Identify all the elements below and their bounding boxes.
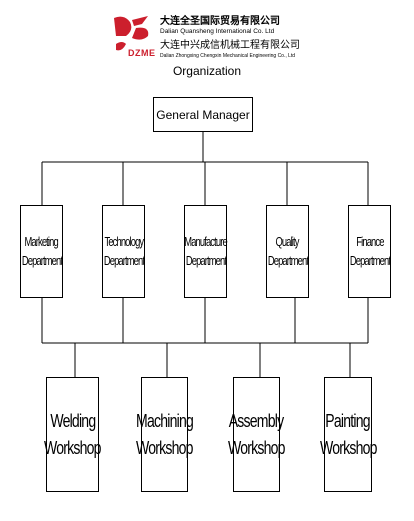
department-label: Department (349, 252, 390, 268)
department-box-marketing: Marketing Department (20, 205, 63, 298)
company1-english-name: Dalian Quansheng International Co. Ltd (160, 28, 275, 35)
department-name: Finance (355, 233, 384, 249)
qs-logo-icon (114, 16, 149, 51)
department-name: Technology (104, 233, 144, 249)
workshop-label: Workshop (228, 437, 285, 458)
department-label: Department (267, 252, 308, 268)
company1-chinese-name: 大连全圣国际贸易有限公司 (160, 16, 280, 27)
department-box-technology: Technology Department (102, 205, 145, 298)
workshop-box-machining: Machining Workshop (136, 377, 194, 492)
company2-chinese-name: 大连中兴成信机械工程有限公司 (160, 40, 300, 51)
workshop-label: Workshop (136, 437, 193, 458)
department-box-finance: Finance Department (348, 205, 391, 298)
department-name: Quality (275, 233, 300, 249)
workshop-box-assembly: Assembly Workshop (228, 377, 286, 492)
company2-english-name: Dalian Zhongxing Chengxin Mechanical Eng… (160, 53, 296, 59)
workshop-name: Machining (136, 411, 194, 432)
department-label: Department (185, 252, 226, 268)
company-header: DZME 大连全圣国际贸易有限公司 Dalian Quansheng Inter… (112, 14, 312, 64)
department-box-quality: Quality Department (266, 205, 309, 298)
department-box-manufacture: Manufacture Department (184, 205, 228, 298)
workshop-label: Workshop (319, 437, 377, 458)
workshop-label: Workshop (44, 437, 101, 458)
general-manager-box: General Manager (153, 97, 253, 132)
workshop-name: Assembly (229, 411, 284, 432)
department-label: Department (103, 252, 144, 268)
brand-label: DZME (128, 48, 156, 58)
page-title: Organization (172, 64, 242, 78)
workshop-box-painting: Painting Workshop (320, 377, 377, 492)
department-name: Marketing (24, 233, 59, 249)
workshop-name: Painting (325, 411, 371, 432)
department-name: Manufacture (184, 233, 227, 249)
workshop-box-welding: Welding Workshop (44, 377, 102, 492)
department-label: Department (21, 252, 62, 268)
workshop-name: Welding (49, 411, 96, 432)
